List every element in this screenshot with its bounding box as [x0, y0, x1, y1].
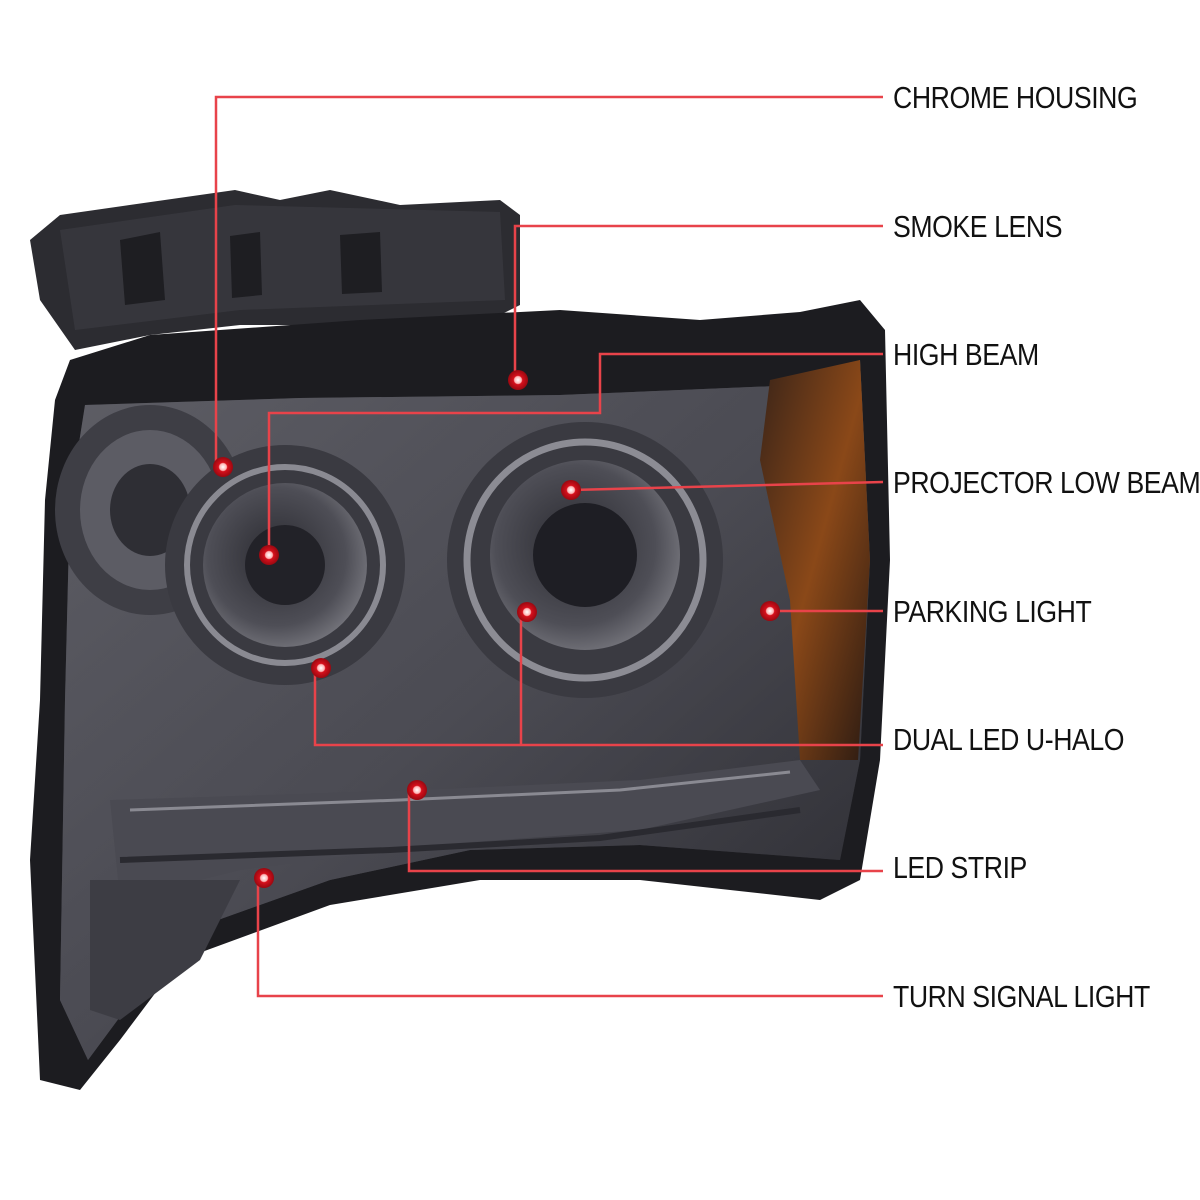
parking-light-label: PARKING LIGHT — [893, 594, 1092, 629]
projector-low-beam-leader — [570, 480, 884, 492]
parking-light-marker — [760, 601, 780, 621]
dual-led-u-halo-marker — [311, 658, 331, 678]
mounting-bracket — [30, 190, 520, 350]
led-strip-label: LED STRIP — [893, 850, 1027, 885]
smoke-lens-marker — [508, 370, 528, 390]
chrome-housing-marker — [213, 457, 233, 477]
high-beam-marker — [259, 545, 279, 565]
turn-signal-light-label: TURN SIGNAL LIGHT — [893, 979, 1150, 1014]
high-beam-leader — [267, 352, 883, 555]
high-beam-label: HIGH BEAM — [893, 337, 1039, 372]
high-beam-projector — [165, 445, 405, 685]
led-strip-marker — [407, 780, 427, 800]
low-beam-projector — [447, 422, 723, 698]
smoke-lens-label: SMOKE LENS — [893, 209, 1063, 244]
dual-led-u-halo-label: DUAL LED U-HALO — [893, 722, 1125, 757]
projector-low-beam-label: PROJECTOR LOW BEAM — [893, 465, 1200, 500]
led-strip-area — [90, 760, 820, 1020]
turn-signal-light-marker — [254, 868, 274, 888]
amber-corner-lens — [760, 360, 870, 760]
projector-low-beam-marker — [561, 480, 581, 500]
dual-led-u-halo-marker-2 — [517, 602, 537, 622]
chrome-housing-label: CHROME HOUSING — [893, 80, 1138, 115]
